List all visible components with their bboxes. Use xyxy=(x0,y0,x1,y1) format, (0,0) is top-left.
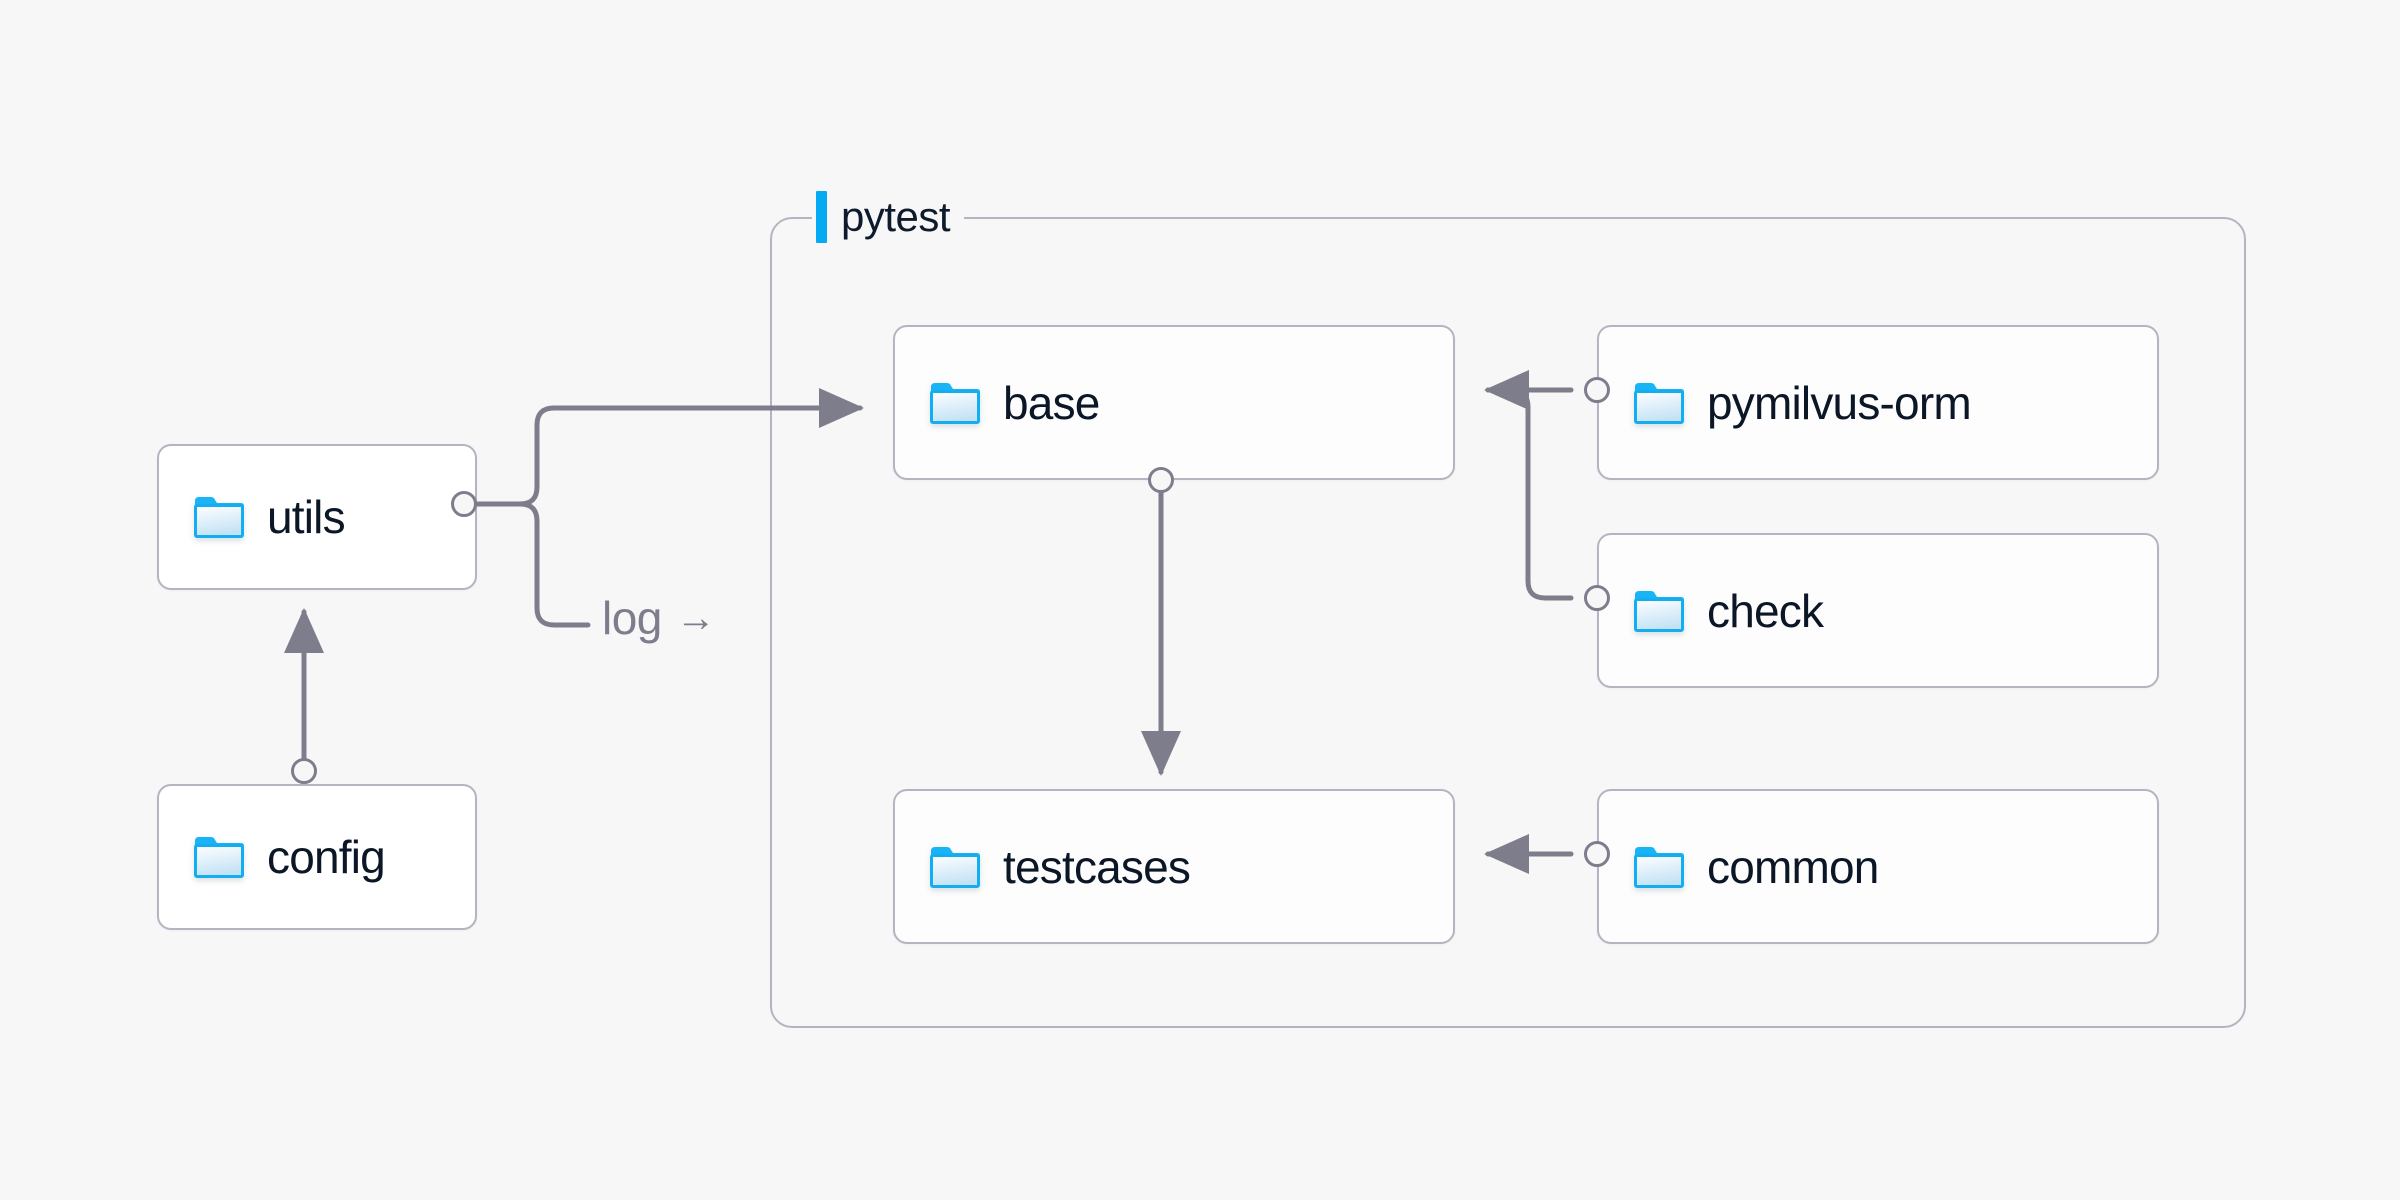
edge-label-log-text: log xyxy=(602,592,662,644)
node-testcases[interactable]: testcases xyxy=(893,789,1455,944)
node-check-label: check xyxy=(1707,584,1824,637)
node-utils-content: utils xyxy=(159,491,346,543)
folder-icon xyxy=(929,381,981,425)
handle-common-left[interactable] xyxy=(1584,841,1610,867)
handle-pymilvus-orm-left[interactable] xyxy=(1584,377,1610,403)
folder-icon xyxy=(1633,845,1685,889)
folder-icon xyxy=(1633,381,1685,425)
node-pymilvus-orm-content: pymilvus-orm xyxy=(1599,376,1972,429)
edge-utils-log xyxy=(474,501,591,628)
group-pytest[interactable] xyxy=(770,217,2246,1028)
handle-base-bottom[interactable] xyxy=(1148,467,1174,493)
node-pymilvus-orm[interactable]: pymilvus-orm xyxy=(1597,325,2159,480)
arrow-right-icon: → xyxy=(675,596,716,640)
group-pytest-label: pytest xyxy=(812,189,965,245)
edge-label-log[interactable]: log → xyxy=(592,595,726,641)
node-utils-label: utils xyxy=(267,491,346,543)
handle-config-top[interactable] xyxy=(291,758,317,784)
folder-icon xyxy=(1633,589,1685,633)
node-base-content: base xyxy=(895,380,1100,426)
group-accent-bar xyxy=(816,191,827,243)
folder-icon xyxy=(193,835,245,879)
handle-check-left[interactable] xyxy=(1584,585,1610,611)
node-common[interactable]: common xyxy=(1597,789,2159,944)
group-pytest-title: pytest xyxy=(841,193,951,240)
node-testcases-label: testcases xyxy=(1003,840,1191,893)
node-pymilvus-orm-label: pymilvus-orm xyxy=(1707,376,1972,429)
node-base-label: base xyxy=(1003,376,1100,429)
node-check[interactable]: check xyxy=(1597,533,2159,688)
node-config-content: config xyxy=(159,831,386,883)
node-check-content: check xyxy=(1599,584,1824,637)
node-common-content: common xyxy=(1599,844,1879,890)
node-config-label: config xyxy=(267,831,386,883)
node-config[interactable]: config xyxy=(157,784,477,930)
handle-utils-right[interactable] xyxy=(451,491,477,517)
folder-icon xyxy=(193,495,245,539)
node-testcases-content: testcases xyxy=(895,840,1191,893)
node-common-label: common xyxy=(1707,840,1879,893)
folder-icon xyxy=(929,845,981,889)
node-base[interactable]: base xyxy=(893,325,1455,480)
node-utils[interactable]: utils xyxy=(157,444,477,590)
